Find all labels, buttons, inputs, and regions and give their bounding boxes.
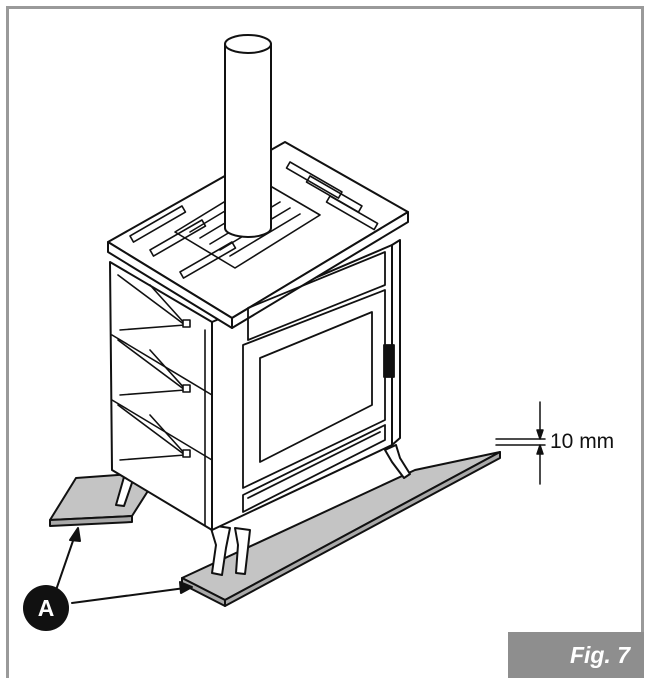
dimension-marker — [495, 401, 546, 485]
dimension-label: 10 mm — [550, 430, 615, 453]
figure-label: Fig. 7 — [508, 632, 644, 678]
floor-plate-right — [181, 451, 501, 607]
stove-door — [242, 251, 395, 513]
callout-arrows — [54, 527, 193, 604]
flue-pipe — [224, 34, 272, 238]
callout-badge-a: A — [23, 585, 69, 631]
figure-frame — [6, 6, 644, 678]
side-tiles — [111, 274, 213, 526]
